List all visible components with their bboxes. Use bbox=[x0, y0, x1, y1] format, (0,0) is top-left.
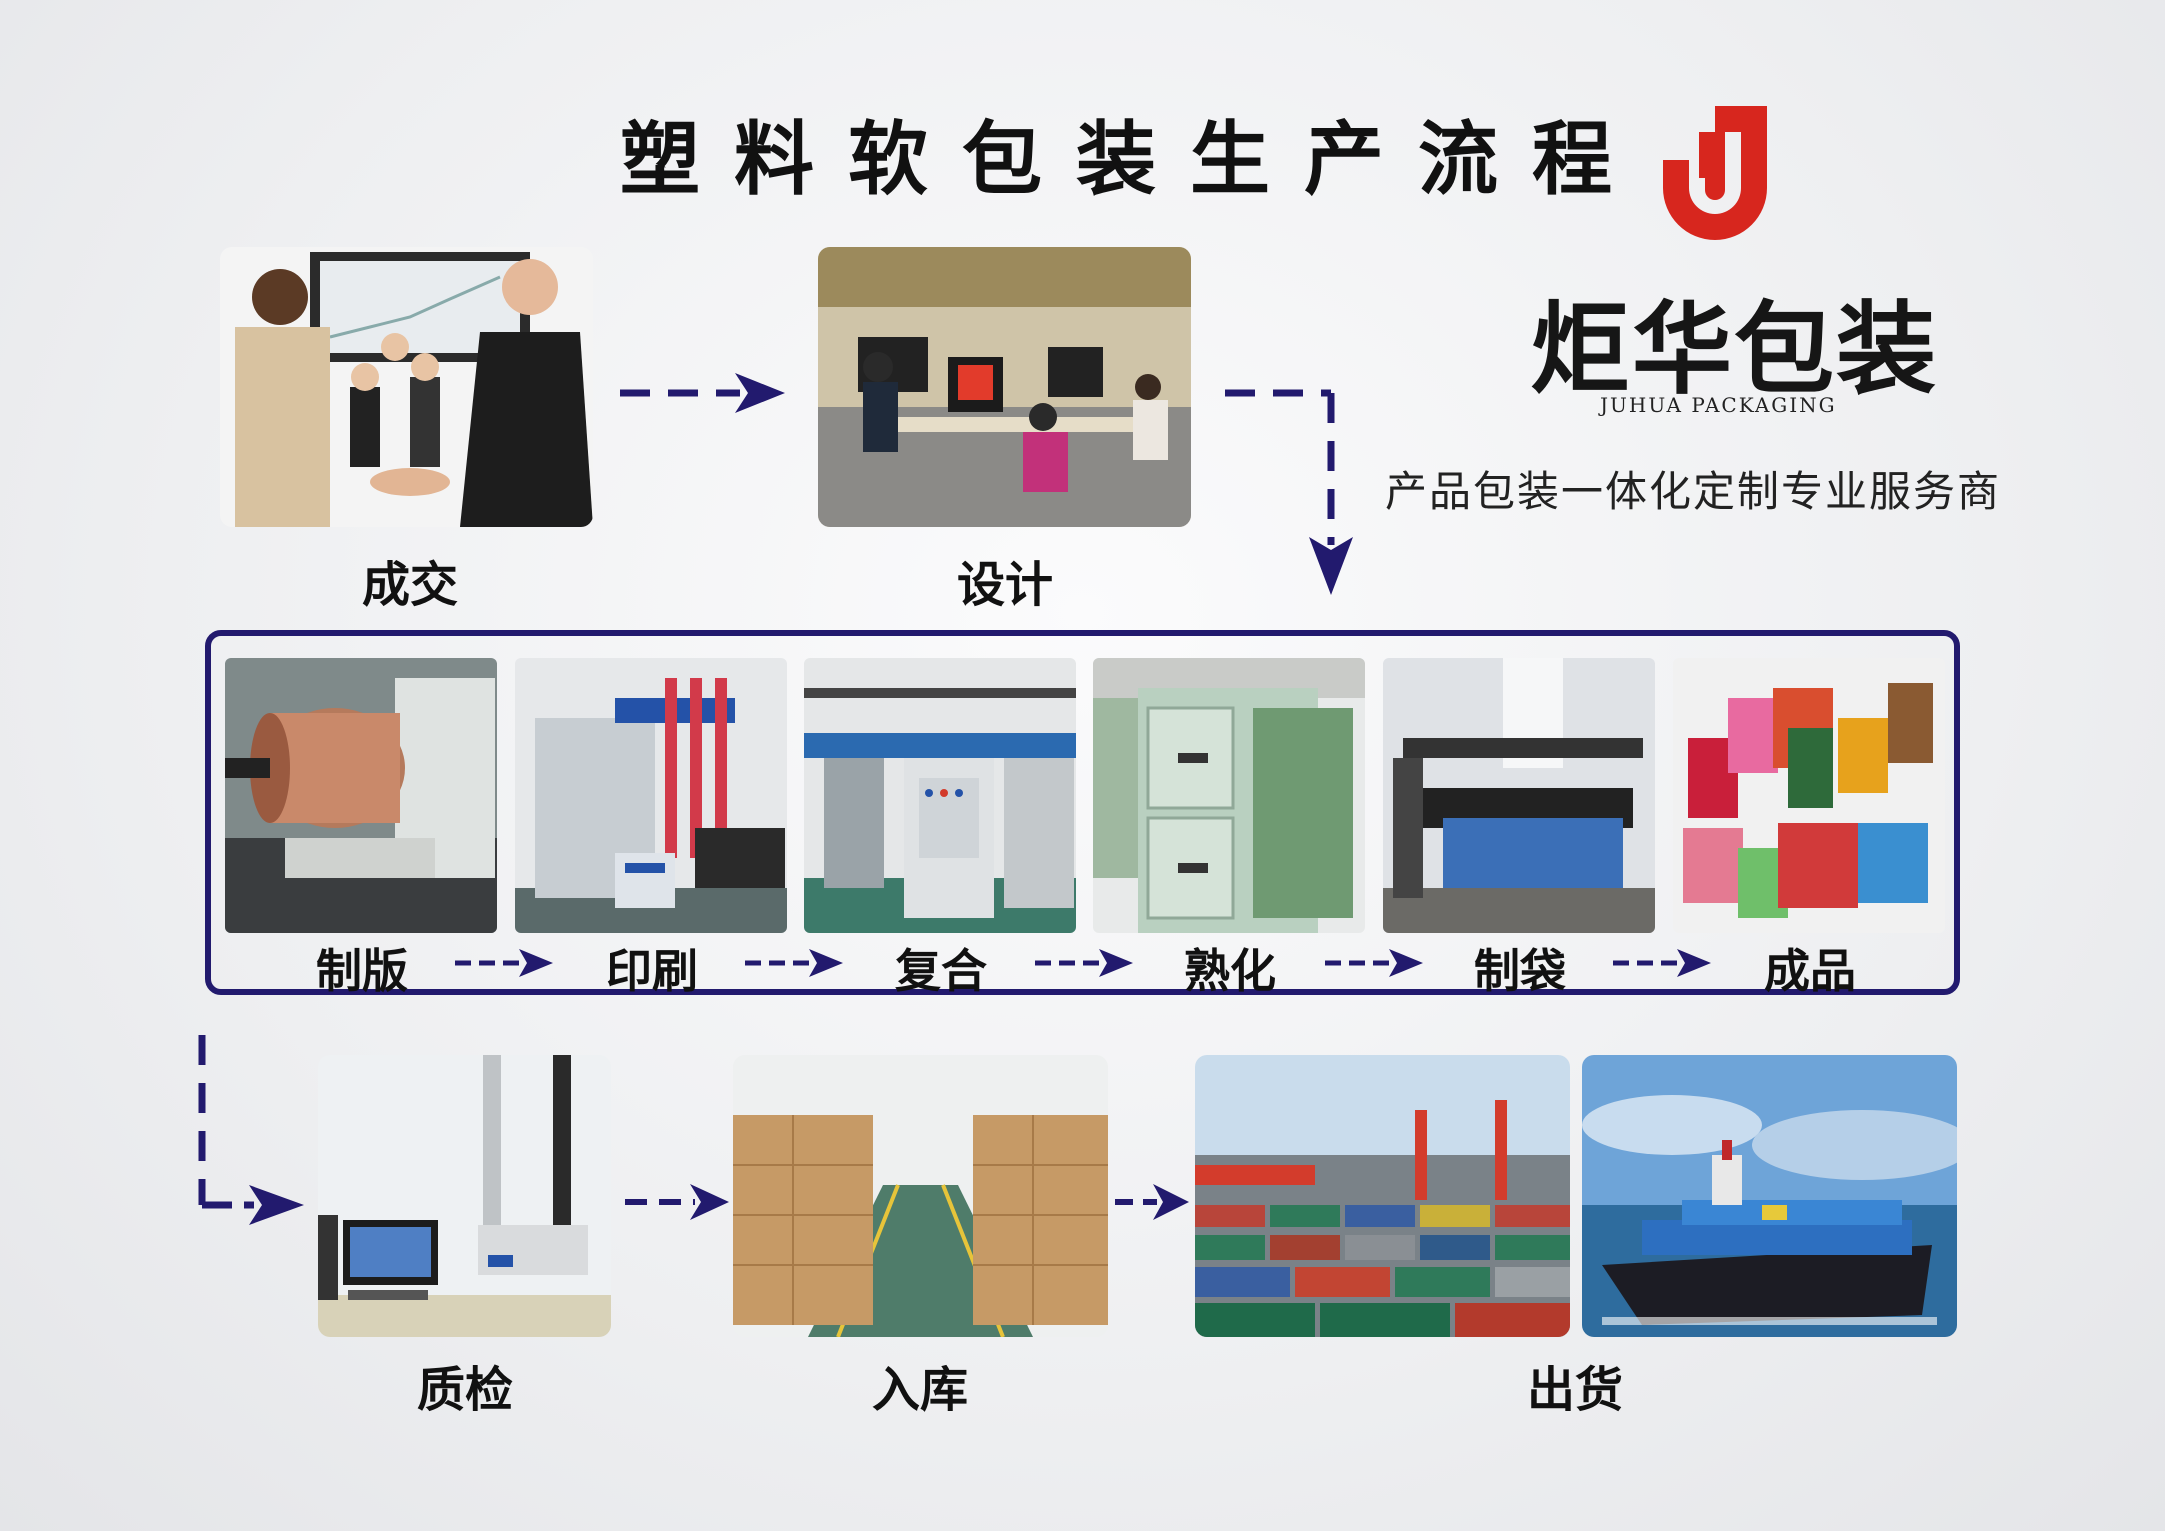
step-label-quality-inspection: 质检 bbox=[416, 1362, 513, 1418]
step-label-plate-making: 制版 bbox=[316, 944, 408, 998]
photo-cargo-ship bbox=[1582, 1055, 1957, 1337]
photo-printing bbox=[515, 658, 787, 933]
step-label-printing: 印刷 bbox=[606, 944, 698, 998]
photo-design bbox=[818, 247, 1191, 527]
photo-curing bbox=[1093, 658, 1365, 933]
arrow-cure-to-bag bbox=[1325, 949, 1423, 977]
brand-logo bbox=[1655, 98, 1775, 243]
step-label-design: 设计 bbox=[956, 557, 1053, 613]
photo-warehouse bbox=[733, 1055, 1108, 1337]
photo-quality-inspection bbox=[318, 1055, 611, 1337]
step-label-laminating: 复合 bbox=[895, 944, 987, 998]
photo-bag-making bbox=[1383, 658, 1655, 933]
step-label-bag-making: 制袋 bbox=[1474, 944, 1566, 998]
step-label-shipping: 出货 bbox=[1526, 1362, 1623, 1418]
brand-name-en: JUHUA PACKAGING bbox=[1600, 393, 1837, 417]
arrow-design-to-plate bbox=[1225, 389, 1353, 595]
photo-plate-making bbox=[225, 658, 497, 933]
arrow-print-to-laminate bbox=[745, 949, 843, 977]
step-label-curing: 熟化 bbox=[1184, 944, 1276, 998]
arrow-warehouse-to-shipping bbox=[1115, 1184, 1189, 1220]
step-label-deal: 成交 bbox=[361, 557, 458, 613]
production-frame bbox=[205, 630, 1960, 995]
step-label-finished-product: 成品 bbox=[1764, 944, 1856, 998]
brand-name-cn: 炬华包装 bbox=[1530, 291, 1938, 408]
step-label-warehouse: 入库 bbox=[871, 1362, 968, 1418]
arrow-laminate-to-cure bbox=[1035, 949, 1133, 977]
arrow-frame-to-qc bbox=[198, 1035, 304, 1225]
brand-slogan: 产品包装一体化定制专业服务商 bbox=[1385, 467, 2002, 516]
photo-finished-product bbox=[1673, 658, 1945, 933]
photo-laminating bbox=[804, 658, 1076, 933]
arrow-qc-to-warehouse bbox=[625, 1184, 729, 1220]
arrow-bag-to-product bbox=[1613, 949, 1711, 977]
arrow-deal-to-design bbox=[620, 373, 785, 413]
arrow-plate-to-print bbox=[455, 949, 553, 977]
photo-deal bbox=[220, 247, 593, 527]
photo-container-port bbox=[1195, 1055, 1570, 1337]
page-title: 塑料软包装生产流程 bbox=[620, 113, 1646, 206]
j-logo-icon bbox=[1663, 106, 1767, 240]
